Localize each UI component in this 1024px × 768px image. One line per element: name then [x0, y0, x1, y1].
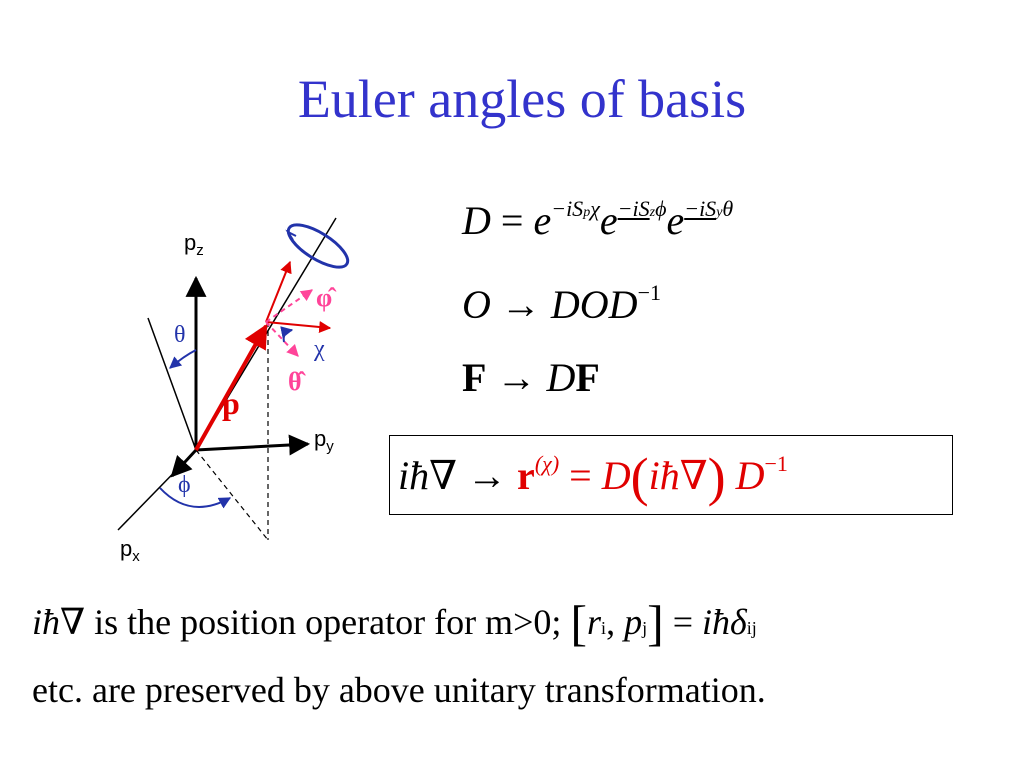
pz-label: pz: [184, 230, 204, 259]
phi-label: ϕ: [178, 472, 191, 498]
rotation-ellipse-arrow: [285, 229, 297, 241]
theta-arc: [169, 349, 197, 369]
body-axis-right: [265, 321, 332, 333]
projection-floor: [195, 449, 269, 541]
p-vector-label: p: [222, 385, 240, 421]
phi-arc: [159, 487, 232, 509]
slide-title: Euler angles of basis: [297, 69, 747, 129]
position-operator-statement: iħ∇ is the position operator for m>0; [r…: [32, 595, 757, 651]
py-axis: [195, 434, 311, 456]
euler-angle-diagram: pz py px θ ϕ χ p φ̂ θ̂: [117, 217, 350, 565]
theta-label: θ: [174, 322, 186, 348]
tilted-axis: [147, 317, 197, 451]
equation-operator-transform: O → DOD−1: [462, 280, 661, 327]
py-label: py: [314, 426, 334, 455]
equation-d-definition: D = e−iSpχe−iSzϕe−iSyθ: [462, 196, 734, 243]
equation-vector-transform: F → DF: [462, 355, 600, 400]
rotation-ellipse: [286, 223, 350, 269]
theta-hat-vector: [265, 321, 299, 357]
phi-hat-vector: [265, 289, 313, 323]
body-axis-up: [265, 260, 292, 323]
chi-label: χ: [313, 336, 325, 362]
preservation-statement: etc. are preserved by above unitary tran…: [32, 670, 766, 710]
px-axis-thick: [170, 448, 198, 478]
p-vector: [194, 323, 268, 451]
phi-hat-label: φ̂: [316, 283, 337, 312]
theta-hat-label: θ̂: [288, 367, 307, 396]
chi-arc: [280, 326, 294, 343]
boxed-equation: iħ∇ → r(χ) = D(iħ∇) D−1: [389, 435, 953, 515]
px-label: px: [120, 536, 140, 565]
